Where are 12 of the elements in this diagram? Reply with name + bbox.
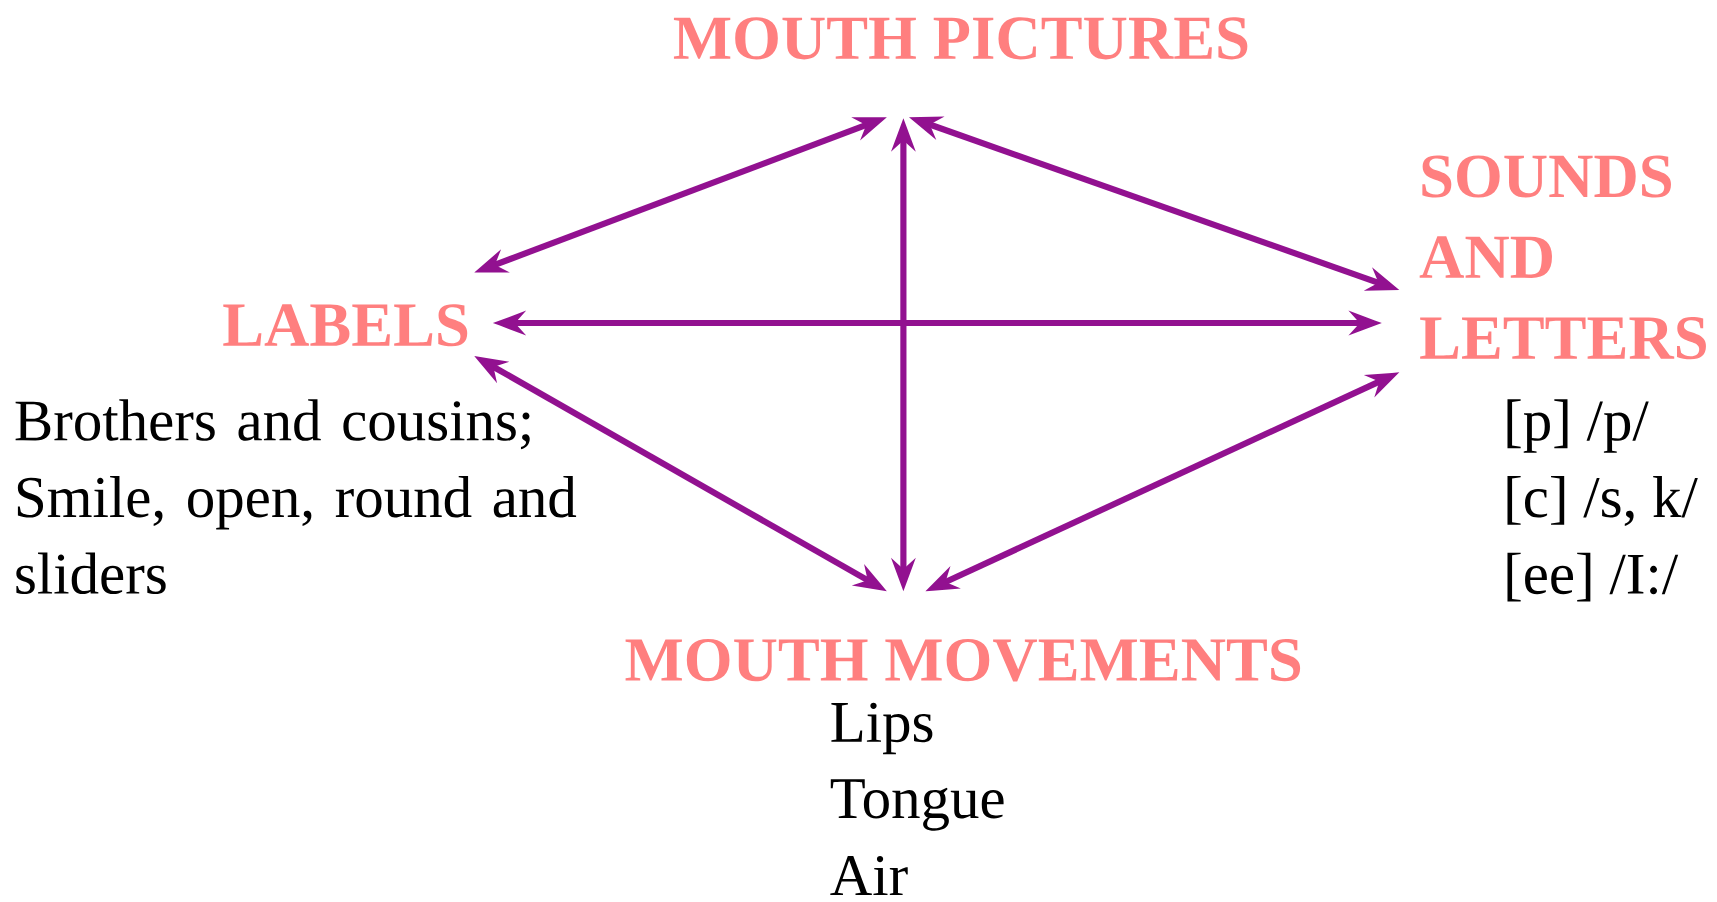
heading: MOUTH MOVEMENTS xyxy=(625,638,1301,682)
heading: MOUTH PICTURES xyxy=(673,17,1248,60)
note-text: Smile, open, round and sliders xyxy=(16,475,577,594)
note-text: [ee] /I:/ xyxy=(1507,552,1679,602)
heading: SOUNDS AND LETTERS xyxy=(1419,155,1706,360)
note-text: Tongue xyxy=(830,779,1004,831)
note-text: Brothers and cousins; xyxy=(15,399,530,450)
note-text: [p] /p/ xyxy=(1507,399,1649,453)
heading: LABELS xyxy=(223,304,468,347)
note-text: [c] /s, k/ xyxy=(1507,475,1698,526)
note-text: Air xyxy=(830,855,908,895)
note-text: Lips xyxy=(831,702,933,755)
